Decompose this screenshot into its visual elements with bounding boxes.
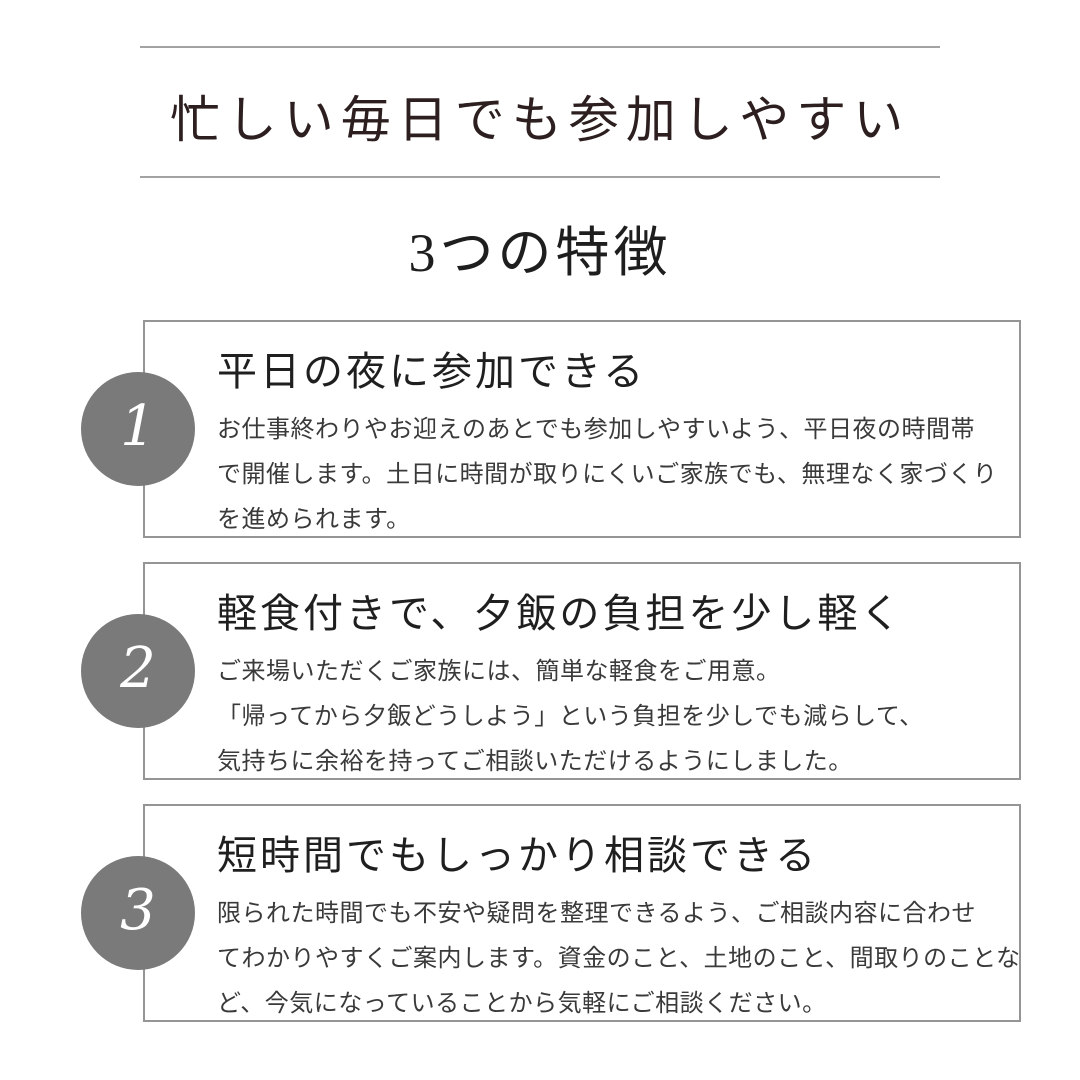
feature-1-title: 平日の夜に参加できる [217,349,647,394]
feature-3-title: 短時間でもしっかり相談できる [217,833,819,878]
header-rule-bottom [140,176,940,178]
header-rule-top [140,46,940,48]
feature-3-description: 限られた時間でも不安や疑問を整理できるよう、ご相談内容に合わせ てわかりやすくご… [145,892,1021,1027]
feature-3-number: 3 [120,878,156,943]
page-title: 忙しい毎日でも参加しやすい [169,92,911,148]
feature-2-box: 軽食付きで、夕飯の負担を少し軽く ご来場いただくご家族には、簡単な軽食をご用意。… [143,562,1021,780]
feature-body-line: を進められます。 [217,507,411,533]
feature-body-line: 「帰ってから夕飯どうしよう」という負担を少しでも減らして、 [217,704,924,730]
feature-2-title: 軽食付きで、夕飯の負担を少し軽く [217,591,904,636]
feature-body-line: てわかりやすくご案内します。資金のこと、土地のこと、間取りのことな [217,946,1021,972]
feature-2-number-badge: 2 [81,614,195,728]
feature-2-description: ご来場いただくご家族には、簡単な軽食をご用意。 「帰ってから夕飯どうしよう」とい… [145,650,1019,785]
feature-body-line: ご来場いただくご家族には、簡単な軽食をご用意。 [217,659,781,685]
feature-body-line: で開催します。土日に時間が取りにくいご家族でも、無理なく家づくり [217,462,998,488]
feature-1-box: 平日の夜に参加できる お仕事終わりやお迎えのあとでも参加しやすいよう、平日夜の時… [143,320,1021,538]
feature-body-line: 気持ちに余裕を持ってご相談いただけるようにしました。 [217,749,853,775]
feature-1-number: 1 [120,394,156,459]
feature-3-box: 短時間でもしっかり相談できる 限られた時間でも不安や疑問を整理できるよう、ご相談… [143,804,1021,1022]
feature-1-number-badge: 1 [81,372,195,486]
feature-2-number: 2 [120,636,156,701]
feature-3-number-badge: 3 [81,856,195,970]
feature-1-description: お仕事終わりやお迎えのあとでも参加しやすいよう、平日夜の時間帯 で開催します。土… [145,408,1019,543]
feature-body-line: ど、今気になっていることから気軽にご相談ください。 [217,991,827,1017]
feature-body-line: お仕事終わりやお迎えのあとでも参加しやすいよう、平日夜の時間帯 [217,417,976,443]
page-subtitle: 3つの特徴 [408,223,672,283]
feature-body-line: 限られた時間でも不安や疑問を整理できるよう、ご相談内容に合わせ [217,901,977,927]
